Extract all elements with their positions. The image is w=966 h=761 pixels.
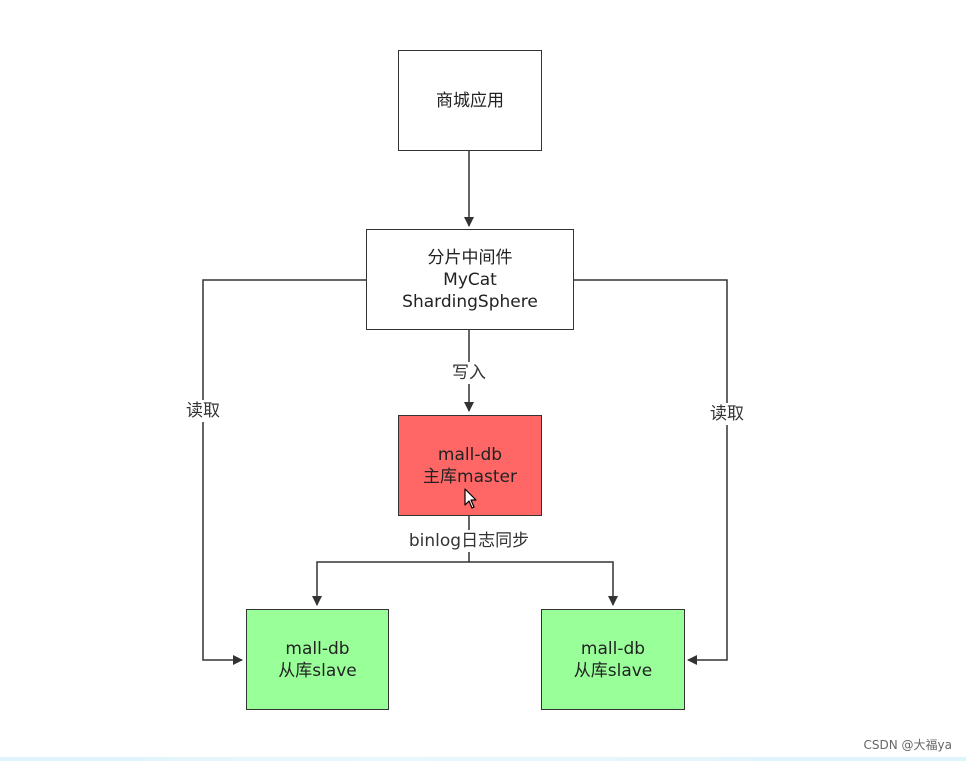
edge-read-right [573,279,728,665]
mouse-pointer-icon [464,488,477,509]
node-slave-left-role: 从库slave [278,660,357,681]
edge-sync-to-slave-left [312,561,469,606]
node-middleware-mycat: MyCat [443,269,497,290]
node-slave-right-role: 从库slave [573,660,653,681]
node-mall-app: 商城应用 [398,50,542,151]
node-mall-app-label: 商城应用 [436,90,504,111]
edge-sync-to-slave-right [469,561,618,606]
node-slave-db-right: mall-db 从库slave [541,609,685,710]
edge-read-left [202,279,366,665]
node-slave-left-name: mall-db [285,638,350,659]
node-middleware-title: 分片中间件 [427,247,513,268]
edge-label-write: 写入 [450,362,488,384]
node-master-db-name: mall-db [437,444,503,465]
node-middleware-shardingsphere: ShardingSphere [402,291,538,312]
edge-label-read-left: 读取 [184,400,222,422]
node-master-db-role: 主库master [423,466,517,487]
node-slave-db-left: mall-db 从库slave [246,609,389,710]
node-slave-right-name: mall-db [580,638,646,659]
csdn-watermark: CSDN @大福ya [863,738,952,752]
edge-label-read-right: 读取 [708,403,746,425]
edge-label-binlog-sync: binlog日志同步 [406,530,532,552]
bottom-edge-strip [0,757,966,761]
node-sharding-middleware: 分片中间件 MyCat ShardingSphere [366,229,574,330]
